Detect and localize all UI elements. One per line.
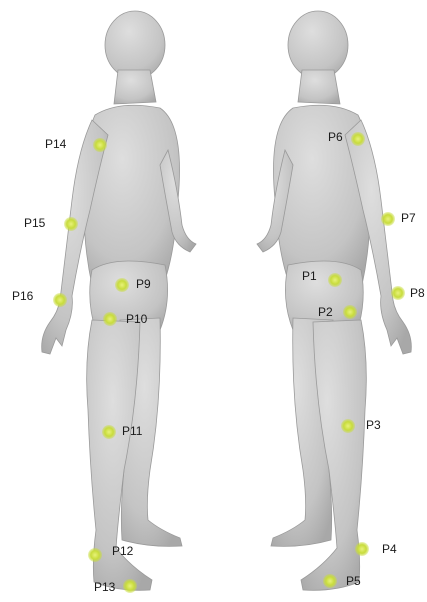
label-p2: P2 bbox=[318, 306, 333, 318]
marker-p11 bbox=[102, 425, 116, 439]
label-p3: P3 bbox=[366, 419, 381, 431]
marker-p1 bbox=[328, 273, 342, 287]
marker-p3 bbox=[341, 419, 355, 433]
marker-p13 bbox=[123, 579, 137, 593]
marker-p10 bbox=[103, 312, 117, 326]
marker-p2 bbox=[343, 305, 357, 319]
figure-right bbox=[257, 11, 411, 590]
neck-right bbox=[298, 70, 340, 104]
label-p11: P11 bbox=[122, 425, 142, 437]
label-p5: P5 bbox=[346, 575, 361, 587]
label-p10: P10 bbox=[126, 313, 147, 325]
marker-p6 bbox=[351, 132, 365, 146]
label-p1: P1 bbox=[302, 270, 317, 282]
label-p12: P12 bbox=[112, 545, 133, 557]
marker-p7 bbox=[381, 212, 395, 226]
label-p6: P6 bbox=[328, 131, 343, 143]
label-p14: P14 bbox=[45, 138, 66, 150]
label-p4: P4 bbox=[382, 543, 397, 555]
neck-left bbox=[114, 70, 156, 104]
marker-p4 bbox=[355, 542, 369, 556]
label-p13: P13 bbox=[94, 581, 115, 593]
marker-p8 bbox=[391, 286, 405, 300]
marker-p14 bbox=[93, 138, 107, 152]
label-p9: P9 bbox=[136, 278, 151, 290]
label-p7: P7 bbox=[401, 212, 416, 224]
head-left bbox=[105, 11, 165, 79]
label-p15: P15 bbox=[24, 217, 45, 229]
head-right bbox=[288, 11, 348, 79]
marker-p9 bbox=[115, 278, 129, 292]
marker-p12 bbox=[88, 548, 102, 562]
marker-p15 bbox=[64, 217, 78, 231]
label-p8: P8 bbox=[410, 287, 425, 299]
label-p16: P16 bbox=[12, 290, 33, 302]
marker-p16 bbox=[53, 293, 67, 307]
marker-p5 bbox=[323, 574, 337, 588]
